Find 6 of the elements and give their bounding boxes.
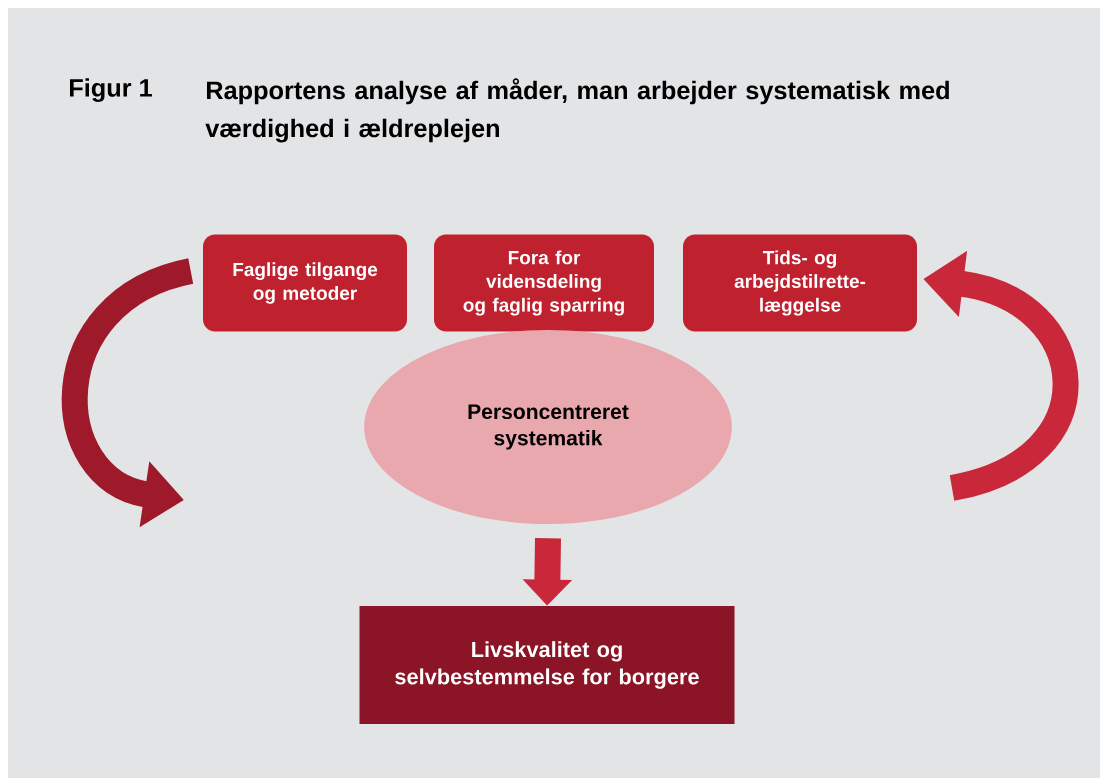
result-box: Livskvalitet og selvbestemmelse for borgere: [359, 606, 735, 724]
title: Rapportens analyse af måder, man arbejder systematisk med værdighed i ældreplejen: [205, 78, 949, 143]
figure-number: Figur 1: [70, 78, 152, 102]
rounded-box: Tids- og arbejdstilrette- læggelse: [683, 234, 917, 332]
rounded-box: Faglige tilgange og metoder: [203, 234, 407, 332]
rounded-box: Fora for vidensdeling og faglig sparring: [434, 234, 654, 332]
